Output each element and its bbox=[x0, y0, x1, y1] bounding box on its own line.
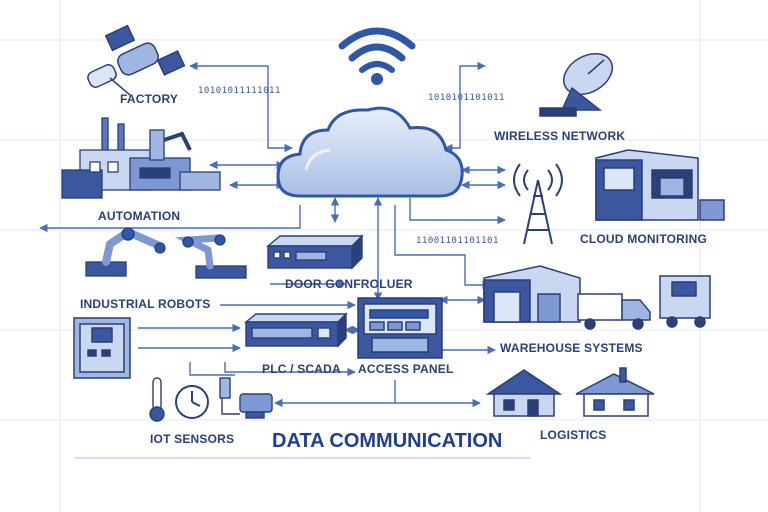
radio-tower-icon bbox=[513, 163, 563, 245]
satellite-dish-icon bbox=[539, 52, 613, 117]
plc-icon bbox=[244, 312, 348, 348]
label-cloud-monitoring: CLOUD MONITORING bbox=[580, 232, 707, 246]
controller-box-icon bbox=[266, 234, 364, 270]
building-icon bbox=[595, 149, 725, 221]
label-warehouse-systems: WAREHOUSE SYSTEMS bbox=[500, 341, 643, 355]
warehouse-icon bbox=[483, 265, 581, 323]
truck-icon bbox=[577, 275, 711, 330]
binary-stream-left: 10101011111011 bbox=[198, 86, 281, 96]
wifi-icon bbox=[338, 27, 416, 85]
label-wireless-network: WIRELESS NETWORK bbox=[494, 129, 626, 143]
factory-icon bbox=[61, 117, 221, 199]
label-door-controller: DOOR GONFROLUER bbox=[285, 277, 413, 291]
label-iot-sensors: IOT SENSORS bbox=[150, 432, 235, 446]
label-plc-scada: PLC / SCADA bbox=[262, 362, 341, 376]
house-icon bbox=[485, 367, 655, 417]
page-title: DATA COMMUNICATION bbox=[272, 430, 503, 452]
access-panel-icon bbox=[357, 297, 443, 359]
label-logistics: LOGISTICS bbox=[540, 428, 607, 442]
gauge-icon bbox=[175, 385, 209, 419]
thermometer-icon bbox=[149, 377, 165, 422]
electrical-cabinet-icon bbox=[73, 317, 131, 379]
label-factory: FACTORY bbox=[120, 92, 179, 106]
cloud-icon bbox=[276, 106, 464, 198]
label-industrial-robots: INDUSTRIAL ROBOTS bbox=[80, 297, 211, 311]
label-automation: AUTOMATION bbox=[98, 209, 181, 223]
label-access-panel: ACCESS PANEL bbox=[358, 362, 454, 376]
binary-stream-middle: 11001101101101 bbox=[416, 236, 499, 246]
binary-stream-right: 1010101101011 bbox=[428, 93, 505, 103]
robot-arm-icon bbox=[85, 227, 247, 279]
satellite-icon bbox=[87, 24, 186, 96]
camera-icon bbox=[219, 377, 273, 419]
